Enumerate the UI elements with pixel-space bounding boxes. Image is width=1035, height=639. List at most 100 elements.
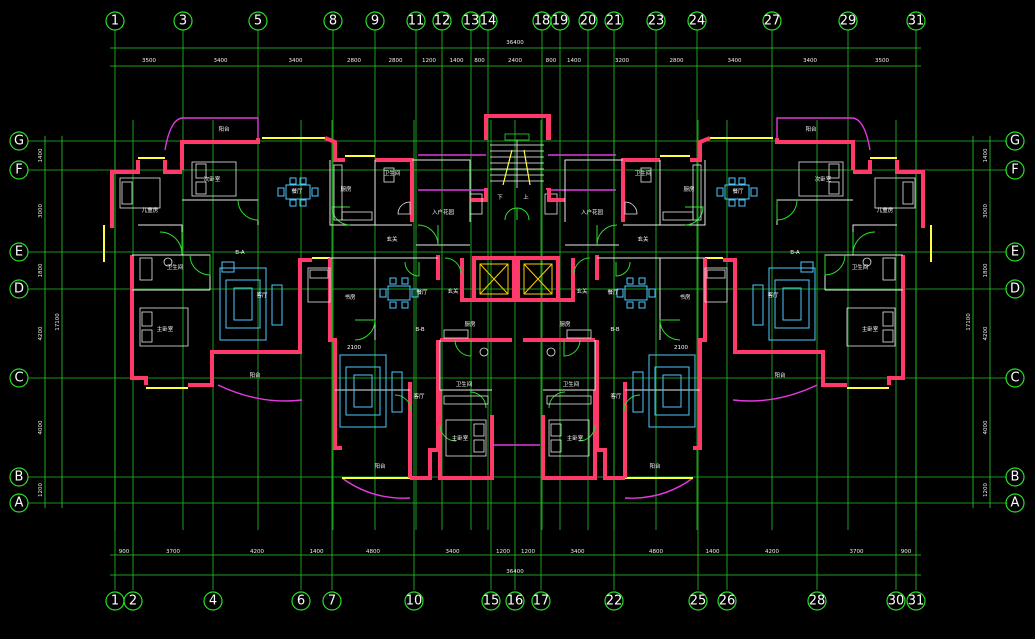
dim-segment-bottom: 1400 <box>310 549 324 555</box>
axis-bubble-top-label: 20 <box>580 14 597 29</box>
axis-bubble-bottom-label: 16 <box>507 594 524 609</box>
dim-segment-right: 4000 <box>983 420 989 434</box>
axis-bubble-bottom-circle <box>203 591 223 611</box>
axis-bubble-top-circle <box>550 11 570 31</box>
axis-bubble-right-circle <box>1005 160 1025 180</box>
bathroom-fixtures <box>139 167 489 405</box>
room-label-dining-r: 餐厅 <box>732 187 744 195</box>
dim-segment-top: 1200 <box>422 58 436 64</box>
dim-segment-left: 4200 <box>38 326 44 340</box>
bed <box>191 161 237 197</box>
room-label-foyer-2-r: 玄关 <box>576 287 588 295</box>
room-label-balcony-3: 阳台 <box>374 462 386 470</box>
axis-bubble-bottom-label: 2 <box>129 594 137 609</box>
axis-bubble-top-circle <box>406 11 426 31</box>
room-label-bath-3: 卫生间 <box>456 380 473 388</box>
axis-bubble-right-label: D <box>1010 282 1020 297</box>
core-wall <box>484 114 512 140</box>
axis-bubble-bottom-circle <box>531 591 551 611</box>
axis-bubble-top-circle <box>838 11 858 31</box>
axis-bubble-top-label: 24 <box>689 14 706 29</box>
axis-bubble-top-label: 3 <box>179 14 187 29</box>
room-label-unit-a: B-A <box>235 250 245 256</box>
dining-table <box>277 177 319 207</box>
stair-label-up: 上 <box>523 193 529 201</box>
exterior-wall <box>188 258 312 387</box>
dim-segment-bottom: 3700 <box>850 549 864 555</box>
dim-segment-bottom: 1200 <box>521 549 535 555</box>
room-label-bath-r: 卫生间 <box>635 169 652 177</box>
dim-segment-top: 3400 <box>289 58 303 64</box>
room-label-bedroom-r: 次卧室 <box>815 175 832 183</box>
exterior-wall <box>180 138 260 170</box>
axis-bubble-left-circle <box>9 493 29 513</box>
exterior-wall <box>130 255 148 385</box>
axis-bubble-bottom-circle <box>505 591 525 611</box>
axis-bubble-top-label: 12 <box>434 14 451 29</box>
room-label-entry-r: 入户花园 <box>581 208 604 216</box>
axis-bubble-top-label: 27 <box>764 14 781 29</box>
door-swing <box>189 254 211 276</box>
axis-bubble-left-label: A <box>15 496 24 511</box>
room-label-balcony: 阳台 <box>218 125 230 133</box>
room-label-kitchen-2: 厨房 <box>464 320 476 328</box>
axis-bubble-bottom-circle <box>322 591 342 611</box>
dim-segment-bottom: 4200 <box>765 549 779 555</box>
room-label-child: 儿童房 <box>142 206 159 214</box>
dim-segment-bottom: 1200 <box>496 549 510 555</box>
dim-total-left: 17100 <box>55 313 61 331</box>
room-label-master: 主卧室 <box>157 325 174 333</box>
stair-arrow <box>502 149 531 186</box>
room-label-master-r: 主卧室 <box>862 325 879 333</box>
dim-segment-bottom: 900 <box>901 549 912 555</box>
axis-bubble-top-circle <box>105 11 125 31</box>
axis-bubble-right-circle <box>1005 242 1025 262</box>
dim-segment-left: 4000 <box>38 420 44 434</box>
door-swing <box>159 231 183 255</box>
axis-bubble-bottom-label: 31 <box>908 594 925 609</box>
interior-wall <box>132 254 211 290</box>
room-label-unit-b: B-B <box>415 327 425 333</box>
axis-bubble-top-circle <box>248 11 268 31</box>
stair-label-down: 下 <box>497 194 503 201</box>
door-swing <box>444 257 462 275</box>
axis-bubble-left-label: G <box>14 134 24 149</box>
door-swing <box>354 319 376 341</box>
landing <box>504 133 530 141</box>
dim-segment-right: 1800 <box>983 263 989 277</box>
exterior-wall <box>163 160 182 174</box>
axis-grid-lines <box>28 30 1007 590</box>
axis-bubble-bottom-circle <box>123 591 143 611</box>
room-label-entry: 入户花园 <box>432 208 455 216</box>
dim-segment-top: 800 <box>546 58 557 64</box>
axis-bubble-top-label: 14 <box>480 14 497 29</box>
axis-bubble-right-circle <box>1005 493 1025 513</box>
exterior-wall <box>375 158 414 222</box>
dim-segment-top: 2800 <box>389 58 403 64</box>
axis-bubble-right-circle <box>1005 279 1025 299</box>
room-label-balcony-r: 阳台 <box>805 125 817 133</box>
left-half-plan <box>103 114 512 499</box>
axis-bubble-bottom-circle <box>404 591 424 611</box>
room-label-balcony-3-r: 阳台 <box>649 462 661 470</box>
axis-bubble-top-circle <box>173 11 193 31</box>
interior-wall <box>439 340 492 391</box>
room-label-bedroom: 次卧室 <box>204 175 221 183</box>
axis-bubble-top-circle <box>323 11 343 31</box>
dim-segment-top: 3400 <box>728 58 742 64</box>
axis-bubble-right-circle <box>1005 131 1025 151</box>
dim-segment-top: 1400 <box>450 58 464 64</box>
room-label-study: 书房 <box>344 293 356 301</box>
dim-segment-bottom: 4800 <box>366 549 380 555</box>
axis-bubble-top-circle <box>432 11 452 31</box>
stair-treads <box>490 140 544 188</box>
axis-bubble-left-label: F <box>15 163 22 178</box>
axis-bubble-bottom-label: 30 <box>888 594 905 609</box>
axis-bubble-top-circle <box>478 11 498 31</box>
axis-bubble-left-circle <box>9 279 29 299</box>
axis-bubble-bottom-label: 26 <box>719 594 736 609</box>
